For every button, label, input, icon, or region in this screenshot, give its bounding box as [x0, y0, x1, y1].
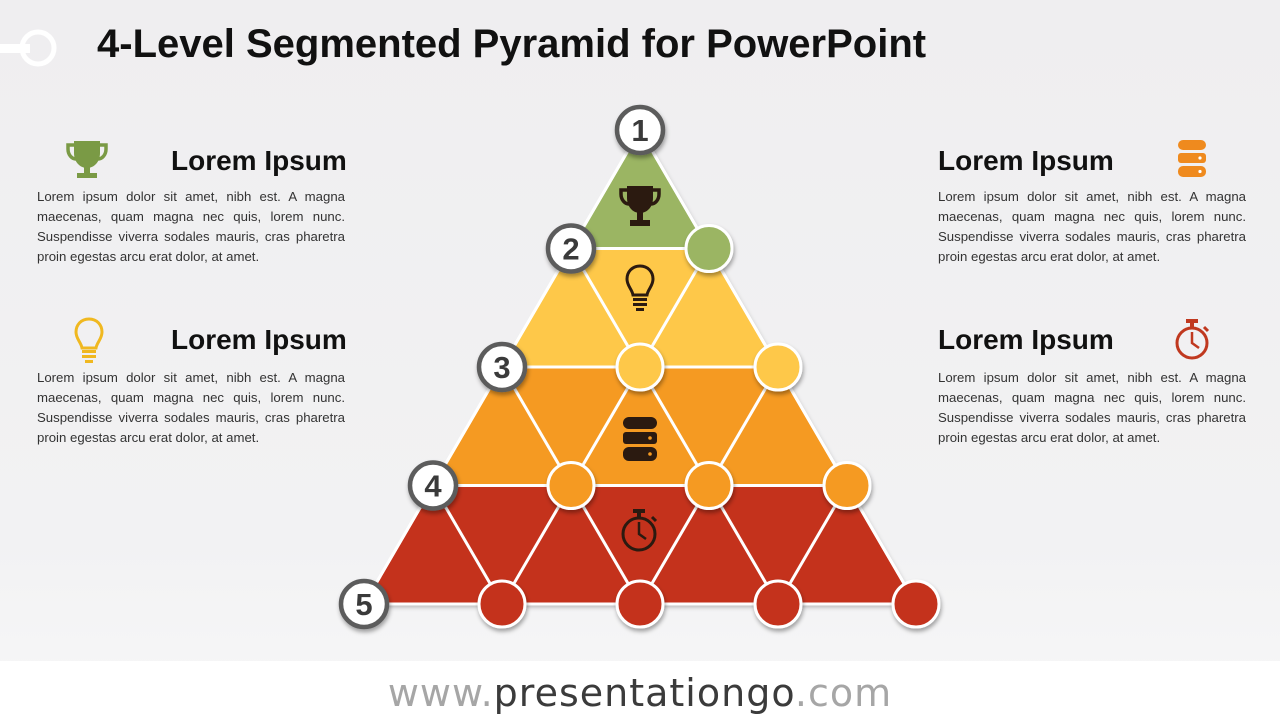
- footer-bar: [0, 661, 1280, 720]
- level-4-node: [891, 579, 941, 629]
- level-number: 5: [355, 587, 372, 622]
- level-number: 4: [424, 469, 442, 504]
- database-icon: [623, 417, 657, 461]
- database-icon: [1177, 138, 1207, 185]
- level-4-node: [615, 579, 665, 629]
- lattice-line: [500, 247, 711, 606]
- level-4-node: [477, 579, 527, 629]
- level-3-node: [684, 461, 734, 510]
- stopwatch-icon: [621, 509, 658, 552]
- panel-text-top-right: Lorem ipsum dolor sit amet, nibh est. A …: [938, 189, 1246, 264]
- level-2-node: [753, 342, 803, 392]
- level-3-node: [546, 461, 596, 510]
- url-domain: presentationgo: [493, 671, 795, 715]
- panel-heading-top-right: Lorem Ipsum: [938, 145, 1114, 176]
- lightbulb-icon: [74, 317, 104, 368]
- level-1-node: [684, 224, 734, 273]
- level-number: 1: [631, 113, 648, 148]
- panel-heading-bottom-right: Lorem Ipsum: [938, 324, 1114, 355]
- decorative-ring: [0, 29, 57, 67]
- segmented-pyramid: 1 2 3 4 5: [338, 104, 941, 630]
- lattice-line: [569, 247, 780, 606]
- level-number-badge: 2: [545, 223, 597, 274]
- level-number-badge: 5: [338, 578, 390, 630]
- panel-text-top-left: Lorem ipsum dolor sit amet, nibh est. A …: [37, 189, 345, 264]
- trophy-icon: [619, 186, 661, 226]
- url-tld: .com: [794, 671, 893, 715]
- level-number-badge: 1: [614, 104, 666, 156]
- stopwatch-icon: [1173, 318, 1211, 367]
- level-4-node: [753, 579, 803, 629]
- panel-heading-bottom-left: Lorem Ipsum: [171, 324, 347, 355]
- level-number: 2: [562, 232, 579, 267]
- panel-text-bottom-left: Lorem ipsum dolor sit amet, nibh est. A …: [37, 370, 345, 445]
- page-title: 4-Level Segmented Pyramid for PowerPoint: [97, 22, 927, 66]
- level-3-node: [822, 461, 872, 510]
- level-number-badge: 4: [407, 460, 459, 511]
- level-number-badge: 3: [476, 341, 528, 393]
- level-2-node: [615, 342, 665, 392]
- trophy-icon: [66, 138, 108, 187]
- lightbulb-icon: [625, 264, 655, 311]
- pyramid-level-4: [364, 485, 916, 604]
- level-number: 3: [493, 350, 510, 385]
- panel-heading-top-left: Lorem Ipsum: [171, 145, 347, 176]
- footer-url: www.presentationgo.com: [0, 671, 1280, 715]
- panel-text-bottom-right: Lorem ipsum dolor sit amet, nibh est. A …: [938, 370, 1246, 445]
- url-prefix: www.: [387, 671, 494, 715]
- pyramid-level-2: [502, 248, 778, 367]
